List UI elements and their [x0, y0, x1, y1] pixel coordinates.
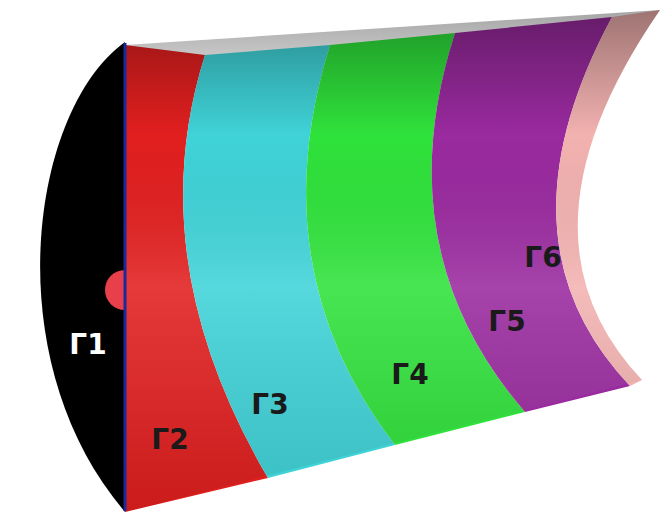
region-label: Γ2 [151, 426, 188, 454]
surface-shading [125, 10, 660, 512]
region-label: Γ6 [524, 244, 561, 272]
cap-edge [124, 43, 127, 511]
region-label: Γ5 [488, 308, 525, 336]
region-label: Γ3 [251, 391, 288, 419]
region-label: Γ1 [69, 331, 106, 359]
end-cap [40, 42, 125, 512]
cap-bump [105, 270, 125, 310]
region-label: Γ4 [391, 361, 428, 389]
